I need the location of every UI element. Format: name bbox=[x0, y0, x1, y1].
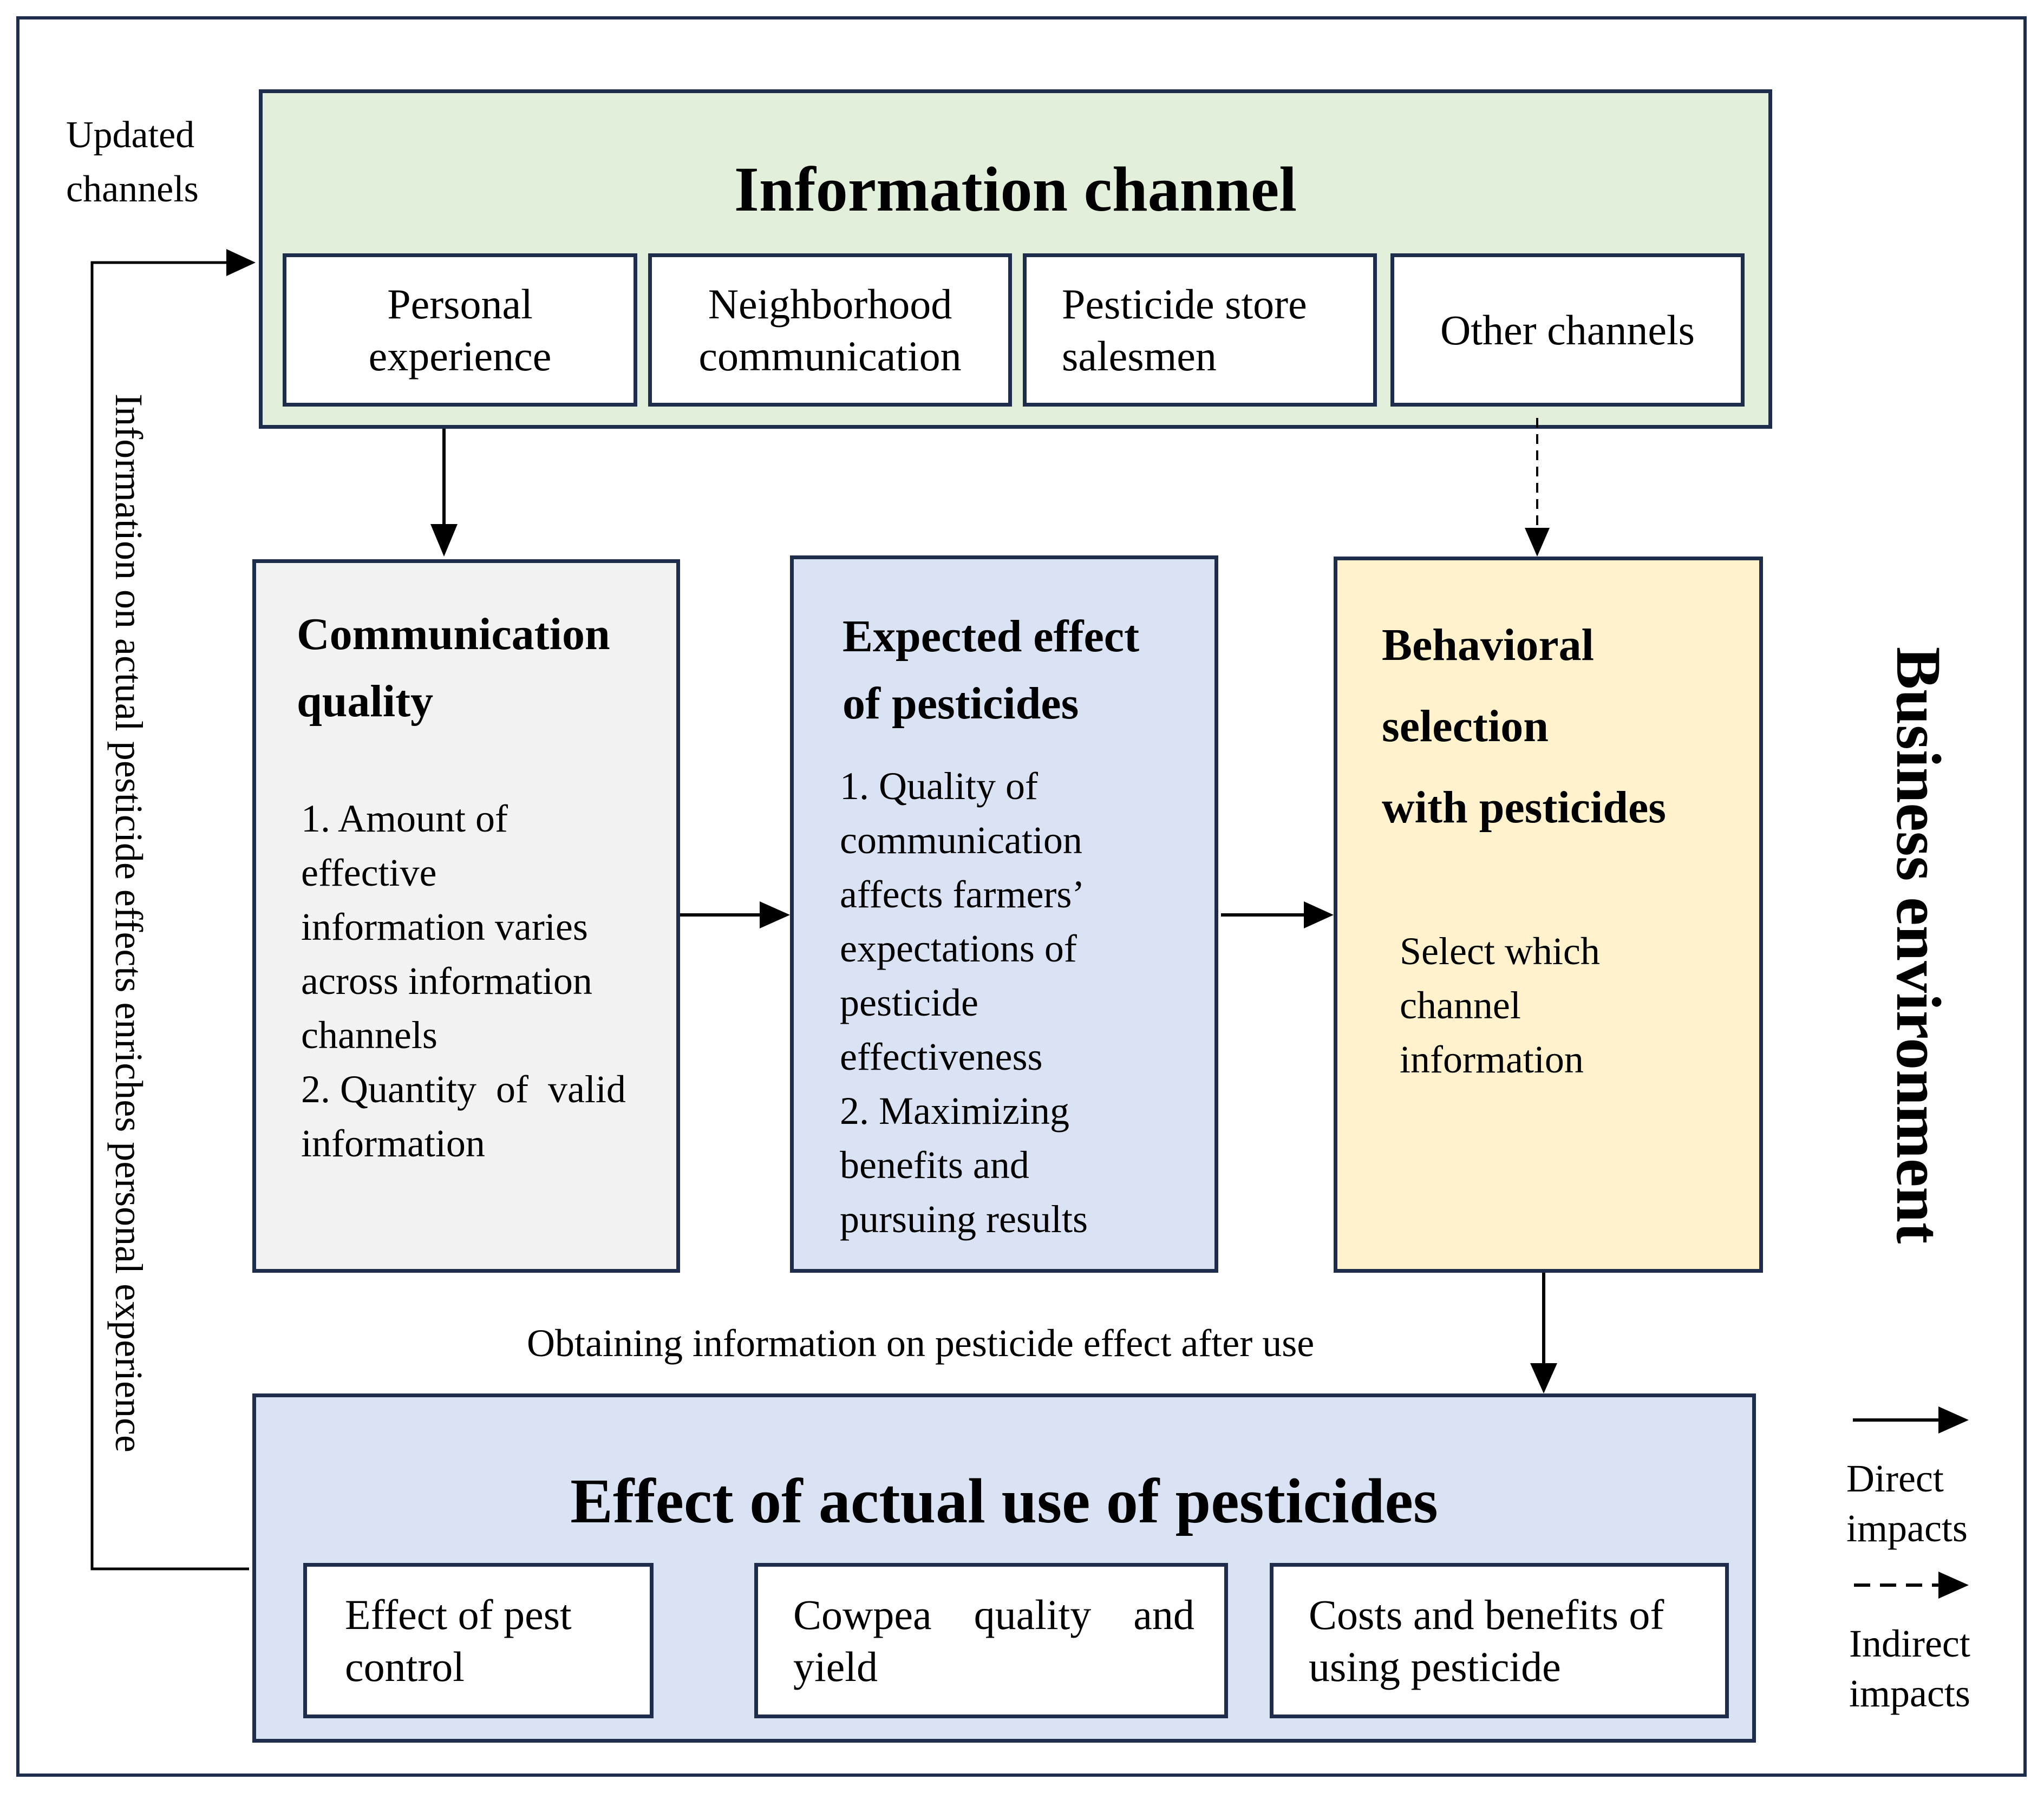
behavioral-selection-box bbox=[1334, 557, 1763, 1273]
legend-indirect-label: Indirect impacts bbox=[1849, 1622, 1970, 1715]
business-environment-frame bbox=[16, 16, 2027, 1777]
obtaining-information-label: Obtaining information on pesticide effec… bbox=[527, 1321, 1315, 1365]
channel-pesticide-store-salesmen: Pesticide store salesmen bbox=[1023, 253, 1377, 407]
channel-other-channels: Other channels bbox=[1390, 253, 1745, 407]
channel-label: Other channels bbox=[1440, 306, 1695, 354]
updated-channels-label: Updated channels bbox=[66, 114, 199, 210]
arrow-head bbox=[760, 901, 790, 928]
feedback-line bbox=[90, 261, 249, 1570]
expected-effect-box bbox=[790, 555, 1218, 1273]
expected-effect-title: Expected effect of pesticides bbox=[843, 611, 1140, 729]
arrow-head bbox=[430, 524, 458, 557]
legend-direct-label: Direct impacts bbox=[1846, 1457, 1968, 1550]
arrow-head bbox=[1525, 528, 1550, 557]
communication-quality-body: 1. Amount of effective information varie… bbox=[301, 797, 626, 1165]
channel-label: Personal experience bbox=[368, 280, 552, 379]
communication-quality-box bbox=[252, 559, 680, 1273]
effect-cowpea-quality-yield: Cowpea quality and yield bbox=[754, 1563, 1228, 1718]
behavioral-selection-body: Select which channel information bbox=[1400, 930, 1600, 1081]
effect-pest-control: Effect of pest control bbox=[303, 1563, 654, 1718]
channel-label: Neighborhood communication bbox=[698, 280, 962, 379]
actual-effect-title: Effect of actual use of pesticides bbox=[570, 1465, 1438, 1536]
arrow-head bbox=[1938, 1572, 1969, 1599]
communication-quality-title: Communication quality bbox=[297, 609, 610, 727]
effect-label: Costs and benefits of using pesticide bbox=[1309, 1591, 1664, 1690]
arrow-head bbox=[226, 249, 256, 276]
effect-costs-benefits: Costs and benefits of using pesticide bbox=[1270, 1563, 1729, 1718]
effect-label: Effect of pest control bbox=[345, 1591, 572, 1690]
expected-effect-body: 1. Quality of communication affects farm… bbox=[840, 764, 1088, 1241]
effect-label: Cowpea quality and yield bbox=[793, 1591, 1194, 1690]
arrow-head bbox=[1938, 1406, 1969, 1434]
channel-neighborhood-communication: Neighborhood communication bbox=[648, 253, 1012, 407]
information-channel-title: Information channel bbox=[734, 154, 1297, 225]
behavioral-selection-title: Behavioral selection with pesticides bbox=[1382, 620, 1666, 833]
arrow-head bbox=[1304, 901, 1334, 928]
channel-personal-experience: Personal experience bbox=[283, 253, 637, 407]
channel-label: Pesticide store salesmen bbox=[1062, 280, 1307, 379]
arrow-head bbox=[1530, 1363, 1557, 1393]
